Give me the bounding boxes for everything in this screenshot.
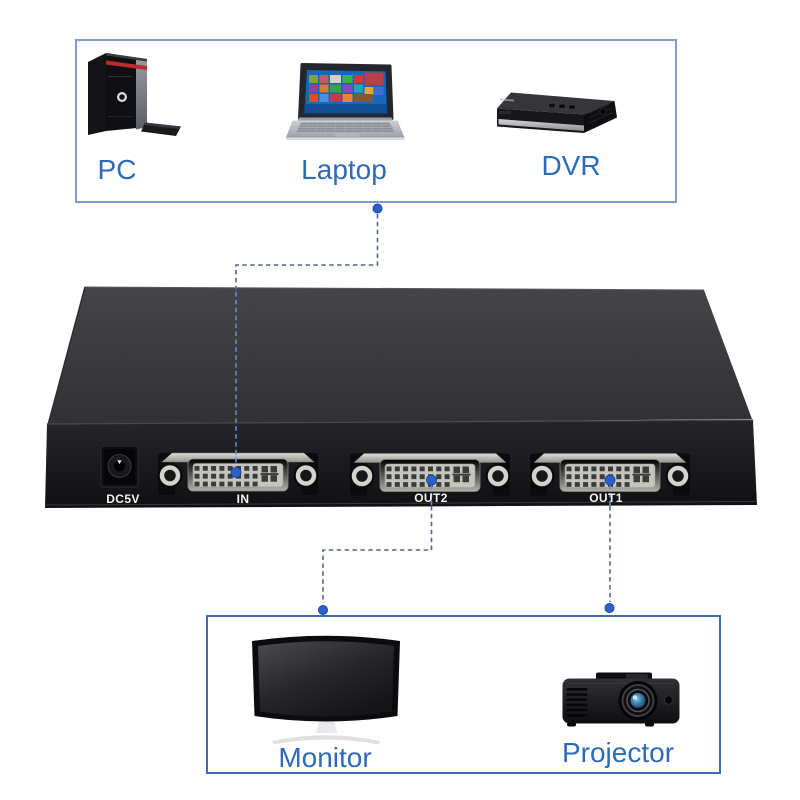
- outputs-box: [206, 615, 721, 774]
- dvi-splitter-device: [44, 286, 758, 508]
- connection-dot: [230, 467, 242, 478]
- dvr-icon: [497, 92, 617, 133]
- connection-dashed-line: [235, 214, 379, 292]
- source-label-pc: PC: [97, 154, 137, 185]
- pc-icon: [88, 53, 181, 136]
- port-label-out2: OUT2: [414, 491, 448, 505]
- connection-dot: [604, 603, 615, 614]
- connection-dot: [426, 474, 437, 486]
- port-label-in: IN: [236, 492, 250, 506]
- connection-dot: [372, 203, 383, 214]
- monitor-icon: [252, 635, 400, 745]
- connection-dot: [604, 474, 616, 486]
- port-label-out1: OUT1: [589, 491, 623, 505]
- output-label-projector: Projector: [561, 737, 675, 768]
- connection-dashed-line: [322, 506, 433, 603]
- connection-lines: [235, 214, 611, 603]
- sources-box: [75, 39, 677, 203]
- source-label-laptop: Laptop: [301, 154, 387, 185]
- projector-icon: [562, 672, 680, 727]
- connection-dots: [230, 203, 616, 616]
- port-label-dc5v: DC5V: [106, 492, 140, 506]
- laptop-icon: [285, 63, 405, 140]
- connection-dot: [317, 605, 328, 616]
- output-label-monitor: Monitor: [278, 742, 372, 773]
- source-label-dvr: DVR: [541, 150, 601, 181]
- power-port-dc5v: [100, 445, 139, 488]
